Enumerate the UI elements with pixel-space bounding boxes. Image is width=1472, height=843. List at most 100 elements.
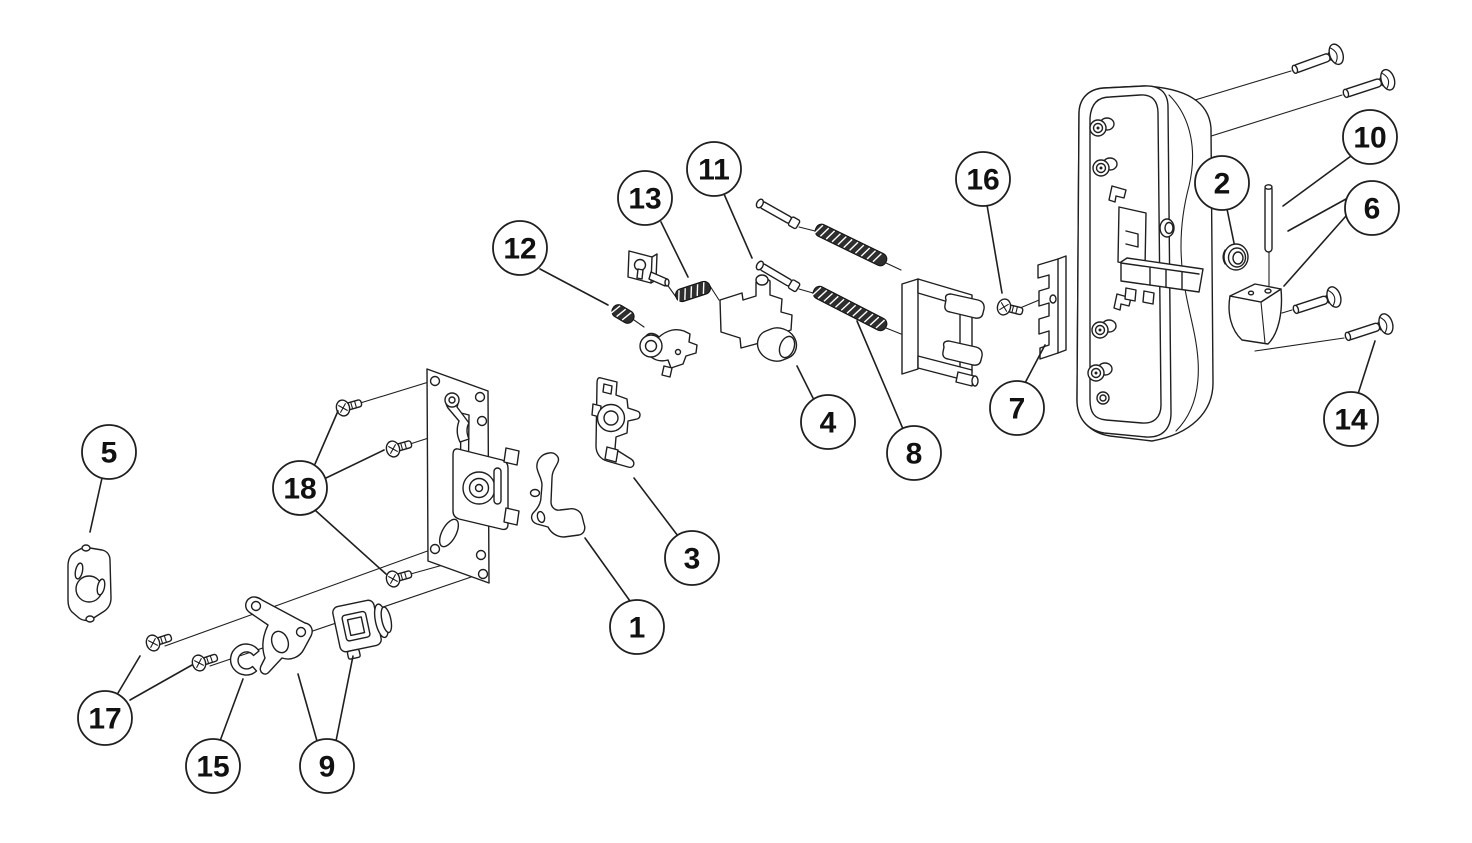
- screw-boss: [1091, 319, 1117, 339]
- pan-head-screw: [385, 440, 413, 458]
- part-latch-retainer-frame: [901, 278, 985, 387]
- pan-head-screw: [335, 399, 363, 417]
- callout-balloon-10: 10: [1342, 109, 1398, 165]
- leader-line-8: [856, 320, 904, 430]
- part-bushing-grommet: [1222, 243, 1249, 271]
- leader-line-6: [1287, 198, 1347, 232]
- callout-number: 16: [966, 164, 999, 197]
- coil-spring: [675, 280, 711, 303]
- axis-line: [164, 548, 434, 647]
- leader-line-5: [89, 477, 103, 533]
- leader-line-7: [1024, 344, 1046, 384]
- callout-number: 9: [319, 751, 336, 784]
- callout-balloon-17: 17: [77, 690, 133, 746]
- part-bell-crank-lever: [245, 596, 313, 675]
- leader-line-18: [325, 449, 385, 479]
- machine-screw: [1291, 43, 1345, 75]
- callout-balloon-9: 9: [299, 738, 355, 794]
- axis-line: [709, 285, 720, 301]
- callout-number: 7: [1009, 393, 1026, 426]
- leader-line-18: [315, 510, 387, 575]
- callout-balloon-1: 1: [609, 599, 665, 655]
- callout-number: 18: [283, 473, 316, 506]
- leader-line-17: [117, 655, 141, 694]
- leader-line-17: [129, 664, 193, 701]
- leader-line-4: [796, 365, 815, 401]
- callout-number: 10: [1353, 122, 1386, 155]
- part-gasket-cover-plate: [67, 544, 112, 623]
- axis-line: [885, 262, 902, 271]
- callout-balloon-18: 18: [272, 460, 328, 516]
- part-cam-rotor: [591, 377, 641, 469]
- part-e-clip: [229, 643, 260, 676]
- leader-line-16: [986, 204, 1003, 294]
- coil-spring: [811, 285, 888, 332]
- callout-number: 8: [906, 438, 923, 471]
- leader-line-13: [660, 221, 689, 278]
- callout-balloon-13: 13: [617, 170, 673, 226]
- screw-boss: [1092, 157, 1118, 177]
- callout-balloon-2: 2: [1194, 155, 1250, 211]
- guide-pin: [755, 260, 801, 293]
- leader-line-6: [1283, 215, 1347, 287]
- callout-balloon-4: 4: [800, 394, 856, 450]
- callout-number: 17: [88, 703, 121, 736]
- coil-spring: [814, 223, 888, 267]
- callout-number: 13: [628, 183, 661, 216]
- axis-line: [356, 380, 433, 405]
- callout-balloon-12: 12: [492, 220, 548, 276]
- axis-line: [885, 327, 902, 335]
- leader-line-11: [723, 193, 753, 259]
- callout-number: 1: [629, 612, 646, 645]
- leader-lines-layer: [89, 155, 1376, 742]
- callout-number: 15: [196, 751, 229, 784]
- leader-line-2: [1226, 208, 1235, 244]
- callout-balloon-8: 8: [886, 425, 942, 481]
- callout-balloon-11: 11: [686, 141, 742, 197]
- callout-number: 14: [1334, 404, 1368, 437]
- axis-line: [1281, 309, 1293, 314]
- leader-line-3: [633, 477, 679, 537]
- screw-boss: [1089, 117, 1115, 137]
- pan-head-screw: [145, 633, 173, 652]
- machine-screw: [1292, 286, 1342, 315]
- part-trigger-lever: [529, 452, 586, 538]
- callout-balloon-7: 7: [989, 380, 1045, 436]
- part-e-shaped-plate: [1037, 255, 1067, 360]
- pan-head-screw: [191, 653, 219, 672]
- callout-number: 6: [1364, 193, 1381, 226]
- callout-balloon-5: 5: [81, 424, 137, 480]
- part-pin-rod: [1264, 184, 1273, 253]
- callout-balloon-15: 15: [185, 738, 241, 794]
- part-lock-plate-assembly: [426, 368, 520, 584]
- callout-balloon-14: 14: [1323, 391, 1379, 447]
- axis-line: [798, 288, 814, 294]
- leader-line-18: [314, 410, 339, 465]
- callout-balloon-6: 6: [1344, 180, 1400, 236]
- callout-number: 2: [1214, 168, 1231, 201]
- machine-screw: [1342, 68, 1396, 99]
- callout-number: 3: [684, 543, 701, 576]
- leader-line-10: [1282, 155, 1352, 207]
- leader-line-1: [584, 537, 631, 602]
- part-cam-lock-body: [332, 599, 393, 660]
- pan-head-screw: [385, 570, 413, 588]
- callout-number: 4: [820, 407, 837, 440]
- part-handle-housing: [1076, 85, 1214, 442]
- hardware-layer: [145, 43, 1396, 672]
- guide-pin: [755, 198, 801, 230]
- axis-line: [798, 226, 816, 232]
- leader-line-9: [335, 655, 354, 742]
- leader-line-9: [297, 673, 318, 742]
- screw-boss: [1087, 362, 1113, 382]
- pan-head-screw: [996, 298, 1024, 316]
- callout-balloon-3: 3: [664, 530, 720, 586]
- part-rocker: [639, 328, 698, 378]
- axis-line: [1254, 337, 1345, 352]
- part-anchor-bracket: [627, 250, 670, 287]
- callout-number: 12: [503, 233, 536, 266]
- machine-screw: [1344, 313, 1394, 342]
